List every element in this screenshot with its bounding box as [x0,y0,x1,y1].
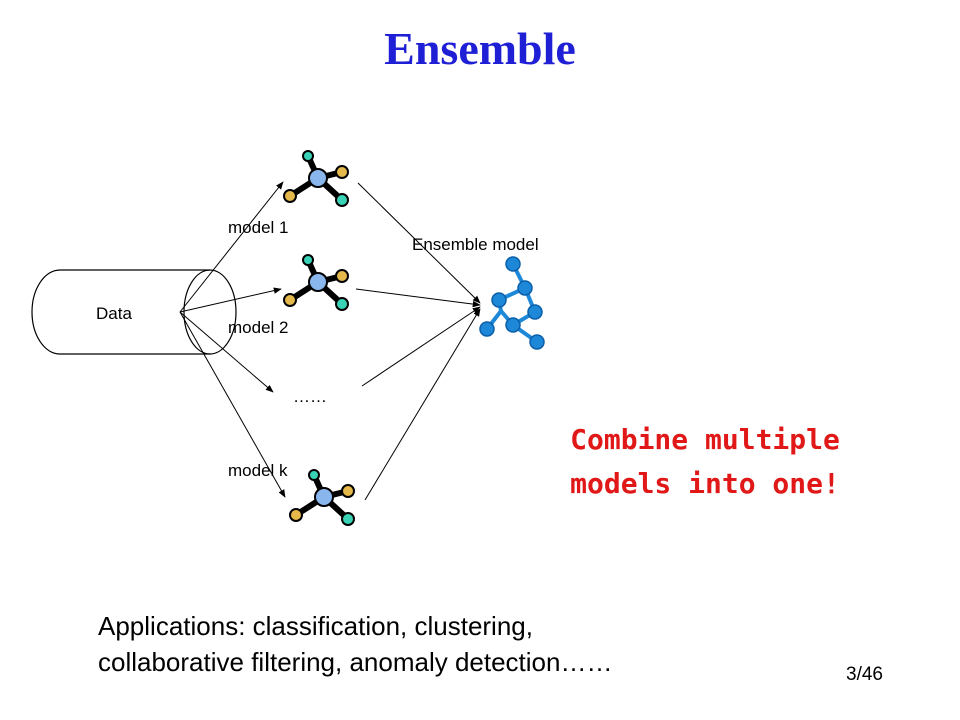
callout-line-2: models into one! [570,467,840,500]
slide-title: Ensemble [384,23,576,74]
model-k-label: model k [228,461,288,480]
page-number: 3/46 [846,664,883,685]
model-1-label: model 1 [228,218,288,237]
model-to-ensemble-arrows [355,182,481,501]
arrow-data-model-2 [179,287,282,313]
ensemble-molecule-icon [479,256,545,350]
model-k-molecule-icon [290,470,354,525]
arrow-model-k-ensemble [364,308,481,501]
data-cylinder [31,269,237,355]
arrow-model-2-ensemble [355,288,481,308]
callout-text: Combine multiple models into one! [520,418,890,506]
model-2-molecule-icon [284,255,348,310]
arrow-data-model-k [179,311,286,498]
ensemble-model-label: Ensemble model [412,235,539,254]
data-to-model-arrows [179,181,286,498]
data-label: Data [96,304,132,323]
applications-line-2: collaborative filtering, anomaly detecti… [98,647,613,677]
callout-line-1: Combine multiple [570,423,840,456]
arrow-model-1-ensemble [357,182,481,304]
applications-text: Applications: classification, clustering… [98,608,818,680]
arrow-model-dots-ensemble [361,306,481,387]
arrow-data-model-dots [179,311,274,393]
model-1-molecule-icon [284,151,348,206]
arrow-data-model-1 [179,181,284,313]
model-2-label: model 2 [228,318,288,337]
model-dots-label: …… [293,387,327,406]
applications-line-1: Applications: classification, clustering… [98,611,533,641]
